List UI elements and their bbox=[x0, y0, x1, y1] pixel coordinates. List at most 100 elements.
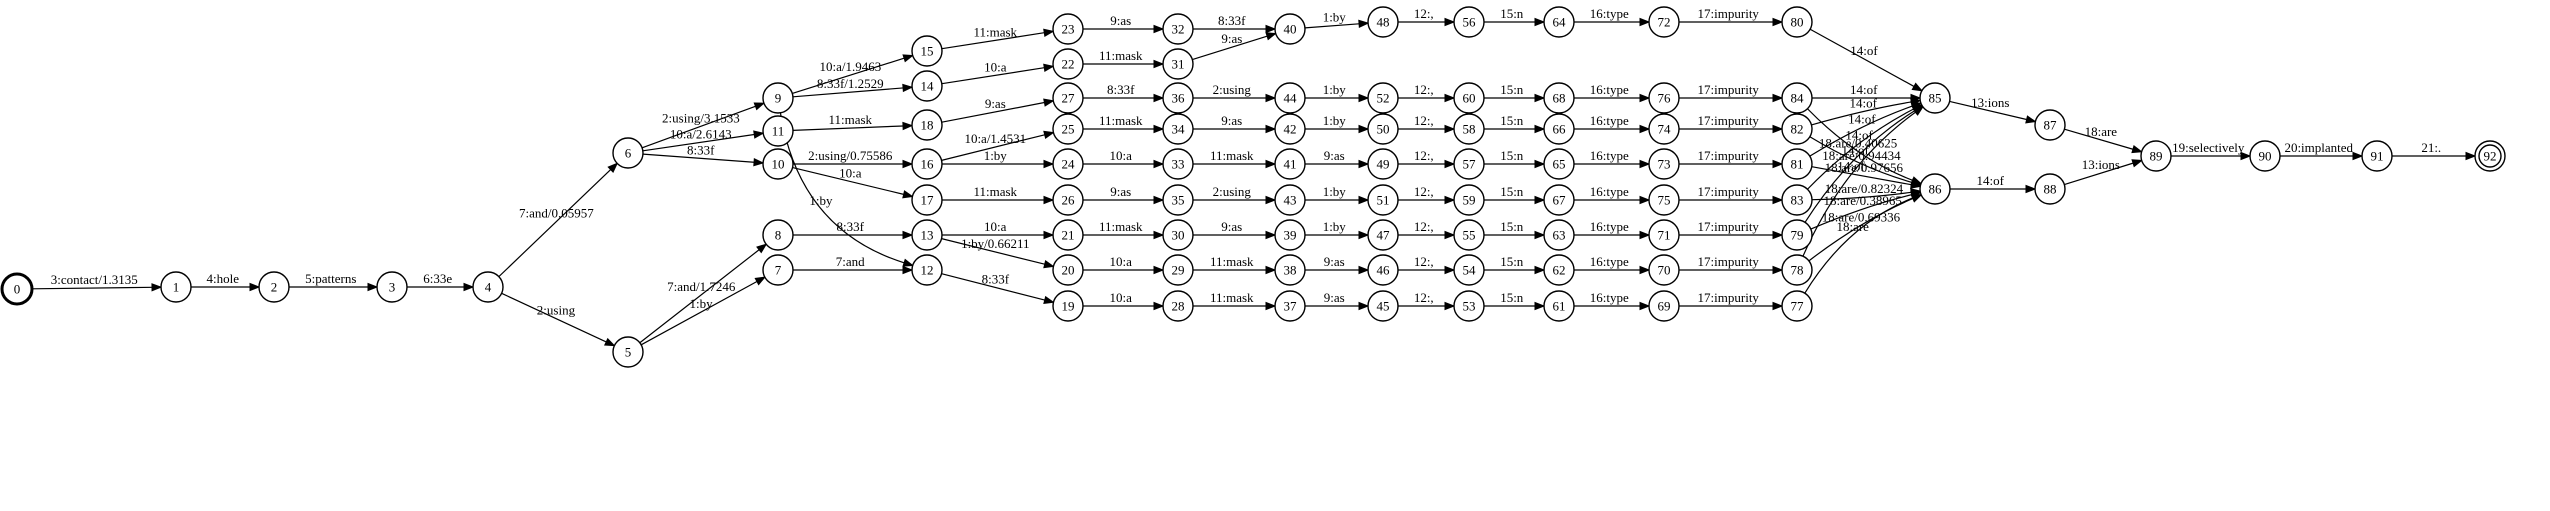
state-node-20: 20 bbox=[1052, 254, 1084, 286]
edge-52-60: 12:, bbox=[1398, 82, 1456, 103]
arrowhead bbox=[463, 282, 475, 292]
state-node-50: 50 bbox=[1367, 113, 1399, 145]
state-node-91: 91 bbox=[2361, 140, 2393, 172]
arrowhead bbox=[1534, 230, 1546, 240]
edge-line bbox=[941, 273, 1045, 301]
edge-71-79: 17:impurity bbox=[1679, 219, 1784, 240]
state-label: 9 bbox=[775, 91, 782, 106]
edge-label: 9:as bbox=[1324, 148, 1345, 163]
state-node-40: 40 bbox=[1274, 13, 1306, 45]
arrowhead bbox=[1358, 19, 1370, 29]
state-label: 27 bbox=[1062, 91, 1076, 106]
state-circle bbox=[911, 254, 943, 286]
arrowhead bbox=[2240, 151, 2252, 161]
edge-28-37: 11:mask bbox=[1193, 290, 1277, 311]
edge-label: 11:mask bbox=[1210, 254, 1254, 269]
state-circle bbox=[911, 219, 943, 251]
state-node-63: 63 bbox=[1543, 219, 1575, 251]
arrowhead bbox=[1639, 230, 1651, 240]
state-node-8: 8 bbox=[762, 219, 794, 251]
state-node-21: 21 bbox=[1052, 219, 1084, 251]
arrowhead bbox=[1265, 93, 1277, 103]
edge-label: 17:impurity bbox=[1698, 184, 1760, 199]
state-label: 83 bbox=[1791, 193, 1804, 208]
edge-label: 17:impurity bbox=[1698, 82, 1760, 97]
edge-86-88: 14:of bbox=[1949, 173, 2037, 194]
state-circle bbox=[1162, 148, 1194, 180]
state-circle bbox=[1052, 254, 1084, 286]
state-node-1: 1 bbox=[160, 271, 192, 303]
state-node-92: 92 bbox=[2474, 140, 2506, 172]
state-label: 15 bbox=[921, 44, 934, 59]
arrowhead bbox=[1043, 295, 1055, 305]
state-node-32: 32 bbox=[1162, 13, 1194, 45]
state-label: 4 bbox=[485, 280, 492, 295]
edge-label: 1:by bbox=[1323, 82, 1347, 97]
edge-label: 11:mask bbox=[1099, 48, 1143, 63]
edge-label: 9:as bbox=[1221, 219, 1242, 234]
edge-label: 1:by/0.66211 bbox=[961, 236, 1030, 251]
edge-76-84: 17:impurity bbox=[1679, 82, 1784, 103]
state-circle bbox=[1648, 254, 1680, 286]
state-circle bbox=[1367, 148, 1399, 180]
state-circle bbox=[0, 272, 34, 306]
state-node-10: 10 bbox=[762, 148, 794, 180]
state-label: 6 bbox=[625, 146, 632, 161]
edge-49-57: 12:, bbox=[1398, 148, 1456, 169]
state-node-59: 59 bbox=[1453, 184, 1485, 216]
state-circle bbox=[1274, 113, 1306, 145]
edge-line bbox=[498, 169, 612, 278]
edge-line bbox=[941, 32, 1045, 50]
state-node-46: 46 bbox=[1367, 254, 1399, 286]
state-circle bbox=[1453, 148, 1485, 180]
state-node-39: 39 bbox=[1274, 219, 1306, 251]
edge-line bbox=[1808, 197, 1914, 262]
edge-5-7: 1:by bbox=[640, 276, 767, 346]
state-label: 37 bbox=[1284, 299, 1298, 314]
edge-label: 18:are/0.38965 bbox=[1823, 193, 1901, 208]
arrowhead bbox=[1043, 230, 1055, 240]
state-label: 48 bbox=[1377, 15, 1390, 30]
arrowhead bbox=[1358, 159, 1370, 169]
edge-line bbox=[2064, 128, 2134, 150]
state-circle bbox=[1162, 254, 1194, 286]
arrowhead bbox=[753, 102, 766, 111]
arrowhead bbox=[1265, 195, 1277, 205]
state-circle bbox=[1274, 13, 1306, 45]
state-circle bbox=[762, 115, 794, 147]
state-label: 68 bbox=[1553, 91, 1566, 106]
state-label: 82 bbox=[1791, 122, 1804, 137]
state-circle bbox=[1274, 290, 1306, 322]
state-circle bbox=[1453, 184, 1485, 216]
state-label: 81 bbox=[1791, 157, 1804, 172]
edge-59-67: 15:n bbox=[1484, 184, 1546, 205]
edge-label: 14:of bbox=[1850, 96, 1878, 111]
edge-line bbox=[2064, 162, 2134, 186]
state-circle bbox=[1781, 219, 1813, 251]
edge-line bbox=[1807, 108, 1914, 190]
edge-label: 18:are/0.97656 bbox=[1825, 160, 1904, 175]
state-label: 7 bbox=[775, 263, 782, 278]
edge-label: 10:a/1.9463 bbox=[819, 59, 881, 74]
edge-13-20: 1:by/0.66211 bbox=[941, 236, 1055, 269]
state-node-13: 13 bbox=[911, 219, 943, 251]
state-label: 90 bbox=[2259, 149, 2272, 164]
arrowhead bbox=[1265, 124, 1277, 134]
state-circle bbox=[1367, 82, 1399, 114]
edge-24-33: 10:a bbox=[1083, 148, 1165, 169]
state-node-26: 26 bbox=[1052, 184, 1084, 216]
arrowhead bbox=[1772, 230, 1784, 240]
edge-17-26: 11:mask bbox=[942, 184, 1055, 205]
edge-68-76: 16:type bbox=[1574, 82, 1651, 103]
edge-label: 10:a/1.4531 bbox=[964, 131, 1026, 146]
state-circle bbox=[1543, 290, 1575, 322]
edge-label: 15:n bbox=[1500, 6, 1524, 21]
edge-14-22: 10:a bbox=[941, 59, 1055, 85]
edge-label: 16:type bbox=[1590, 290, 1629, 305]
edge-label: 7:and bbox=[836, 254, 865, 269]
state-node-9: 9 bbox=[762, 82, 794, 114]
state-label: 66 bbox=[1553, 122, 1567, 137]
state-circle bbox=[2034, 109, 2066, 141]
edge-63-71: 16:type bbox=[1574, 219, 1651, 240]
